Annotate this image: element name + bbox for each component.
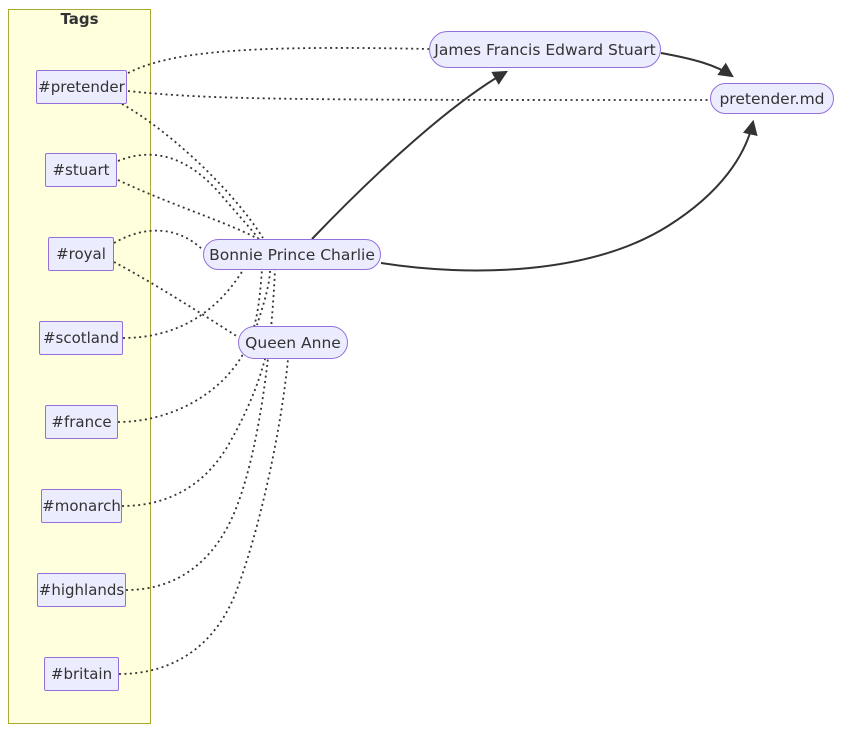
tags-cluster-title: Tags: [60, 10, 99, 28]
edge-pretender-to-bonnie: [121, 103, 264, 239]
edge-royal-to-bonnie: [113, 229, 204, 251]
tag-node-royal: #royal: [48, 237, 114, 271]
tag-node-highlands: #highlands: [37, 573, 126, 607]
tag-node-monarch: #monarch: [41, 489, 122, 523]
tag-node-france: #france: [45, 405, 118, 439]
edge-scotland-to-bonnie: [122, 269, 244, 339]
tag-node-britain: #britain: [44, 657, 119, 691]
edge-pretender-to-james: [127, 47, 430, 74]
note-node-queen-anne: Queen Anne: [238, 326, 348, 359]
note-node-bonnie-prince-charlie: Bonnie Prince Charlie: [203, 239, 381, 270]
edge-stuart-to-bonnie: [117, 153, 259, 239]
edge-monarch-to-queen-anne: [121, 358, 266, 507]
edge-britain-to-queen-anne: [118, 358, 289, 675]
tag-node-scotland: #scotland: [39, 321, 123, 355]
tag-node-stuart: #stuart: [45, 153, 117, 187]
edge-royal-to-queen-anne: [113, 261, 239, 338]
edge-pretender-to-pretender-md: [127, 90, 711, 101]
tag-node-pretender: #pretender: [36, 70, 127, 104]
note-node-pretender-md: pretender.md: [710, 83, 834, 114]
note-node-james-francis-edward-stuart: James Francis Edward Stuart: [429, 31, 661, 68]
edge-james-to-pretender-md: [660, 52, 734, 78]
edge-bonnie-to-james: [311, 70, 508, 240]
edge-bonnie-to-pretender-md: [380, 119, 758, 272]
